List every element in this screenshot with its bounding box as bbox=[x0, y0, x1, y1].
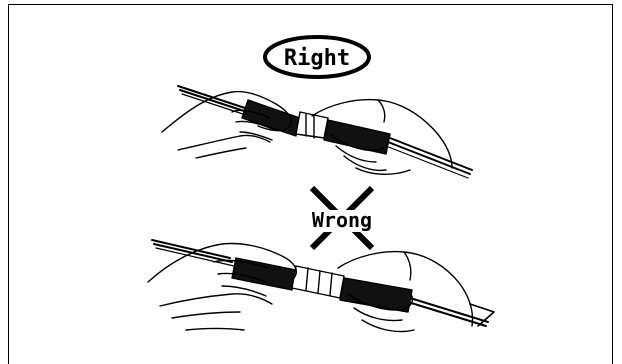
connector-top bbox=[242, 100, 390, 154]
right-correct-grip bbox=[162, 86, 472, 178]
illustration-frame: Right bbox=[0, 0, 622, 345]
right-label-badge: Right bbox=[265, 37, 369, 77]
connector-illustration: Right bbox=[0, 0, 622, 345]
right-cable-top bbox=[386, 138, 472, 178]
wrong-label: Wrong bbox=[312, 208, 372, 232]
right-cable-bottom bbox=[408, 298, 494, 326]
wrong-label-badge: Wrong bbox=[300, 208, 384, 232]
wrong-incorrect-grip bbox=[148, 240, 494, 332]
connector-bottom bbox=[232, 258, 412, 312]
right-label: Right bbox=[284, 46, 350, 71]
